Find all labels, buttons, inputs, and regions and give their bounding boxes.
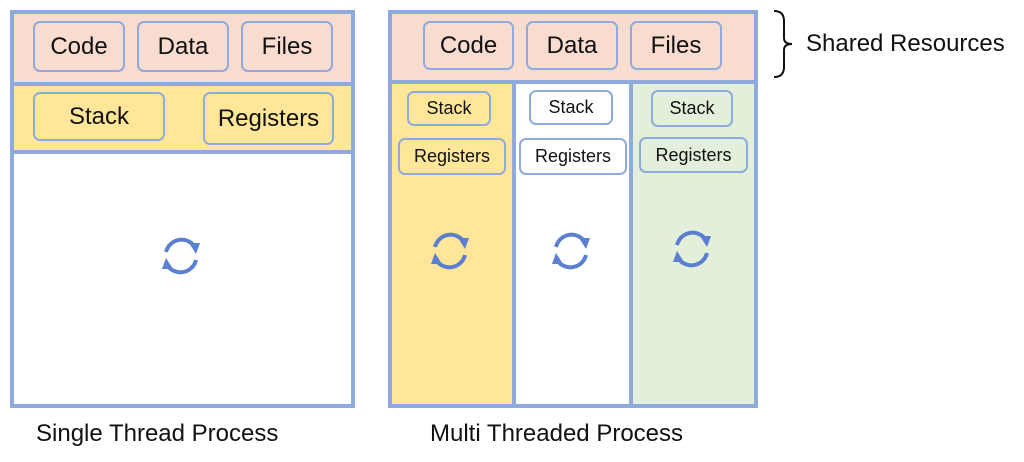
refresh-cycle-icon <box>156 231 206 281</box>
multi-code-box: Code <box>423 21 514 70</box>
multi-band-divider <box>388 80 758 84</box>
curly-brace-icon <box>770 8 800 80</box>
thread-2-registers-box: Registers <box>519 138 627 175</box>
single-process-caption: Single Thread Process <box>36 420 279 447</box>
single-stack-box: Stack <box>33 92 165 141</box>
multi-data-box: Data <box>526 21 618 70</box>
refresh-cycle-icon <box>546 226 596 276</box>
thread-column-3 <box>631 82 758 408</box>
single-files-box: Files <box>241 21 333 72</box>
thread-2-stack-box: Stack <box>529 90 613 125</box>
thread-3-registers-box: Registers <box>639 137 748 173</box>
single-band-divider-2 <box>10 150 355 154</box>
thread-divider-2 <box>629 82 633 408</box>
thread-1-registers-box: Registers <box>398 138 506 175</box>
thread-1-stack-box: Stack <box>407 91 491 126</box>
single-registers-box: Registers <box>203 92 334 145</box>
refresh-cycle-icon <box>425 226 475 276</box>
thread-divider-1 <box>512 82 516 408</box>
thread-column-1 <box>388 82 514 408</box>
single-process-frame <box>10 10 355 408</box>
single-data-box: Data <box>137 21 229 72</box>
thread-3-stack-box: Stack <box>651 90 733 127</box>
thread-column-2 <box>514 82 631 408</box>
multi-files-box: Files <box>630 21 722 70</box>
shared-resources-label: Shared Resources <box>806 30 1005 57</box>
multi-process-frame <box>388 10 758 408</box>
single-code-box: Code <box>33 21 125 72</box>
single-band-divider-1 <box>10 82 355 86</box>
multi-process-caption: Multi Threaded Process <box>430 420 684 447</box>
refresh-cycle-icon <box>667 224 717 274</box>
